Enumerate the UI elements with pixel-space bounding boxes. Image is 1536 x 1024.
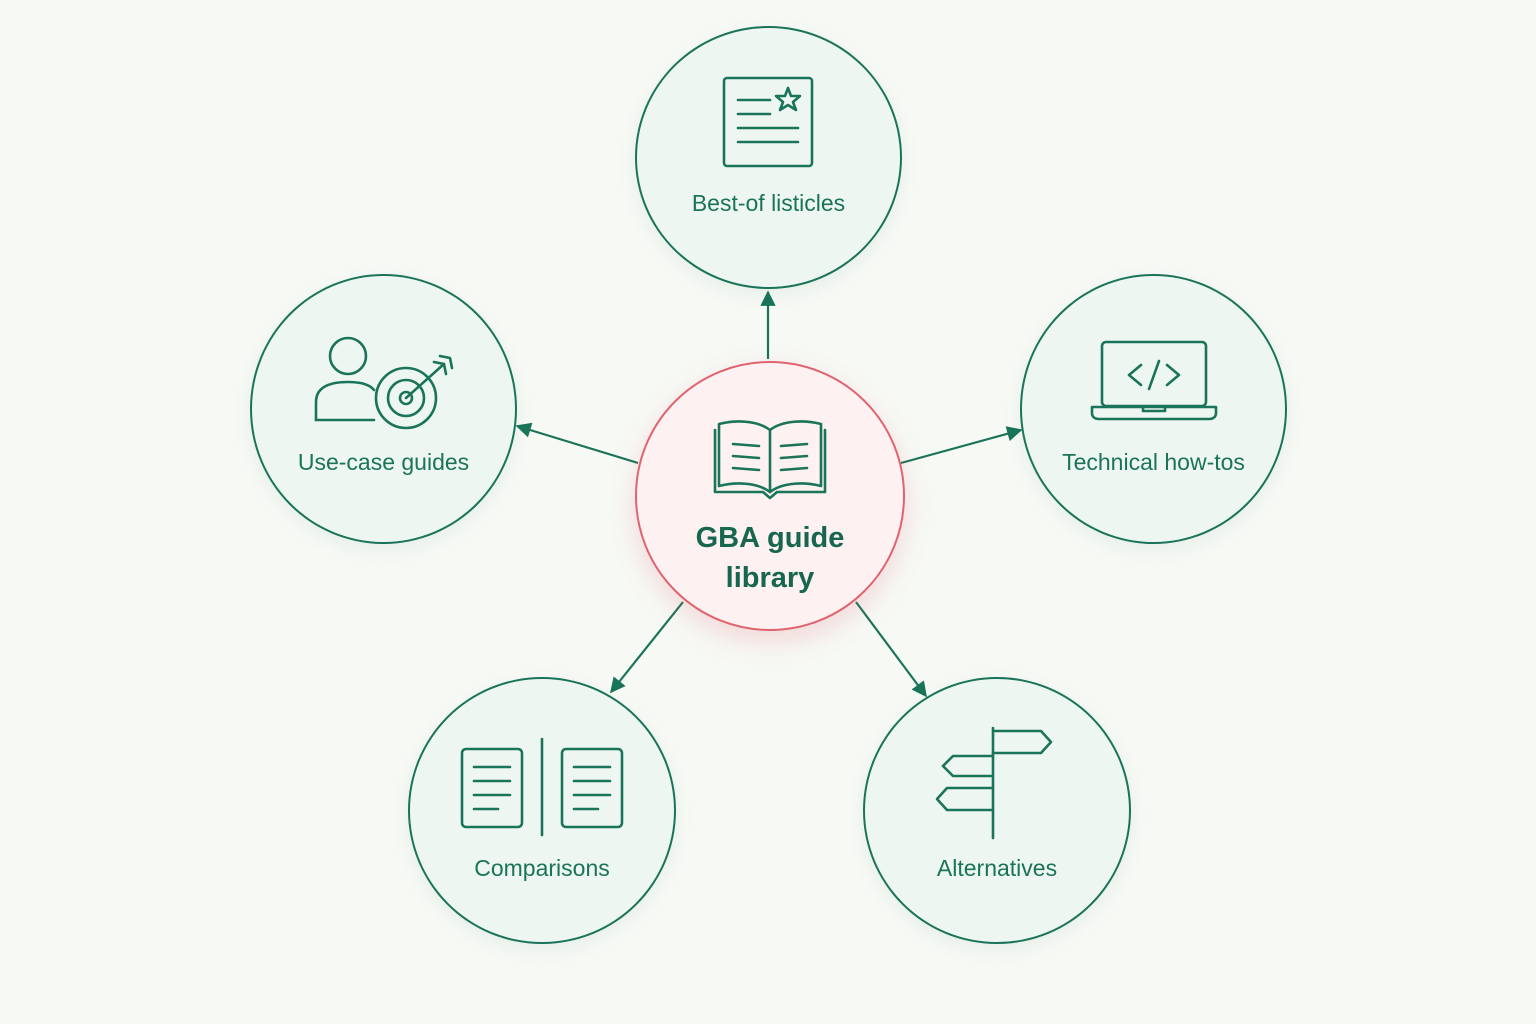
node-use-case-guides: Use-case guides xyxy=(250,274,517,544)
center-label: GBA guide library xyxy=(695,522,845,594)
node-comparisons: Comparisons xyxy=(408,677,676,944)
node-label-use-case-guides: Use-case guides xyxy=(297,449,470,475)
node-alternatives: Alternatives xyxy=(863,677,1131,944)
arrow-to-use-case-guides xyxy=(515,422,639,465)
signpost-icon xyxy=(865,726,1129,842)
node-best-of-listicles: Best-of listicles xyxy=(635,26,902,289)
open-book-icon xyxy=(637,416,903,500)
person-target-icon xyxy=(252,334,515,432)
node-label-comparisons: Comparisons xyxy=(474,855,610,881)
node-label-best-of-listicles: Best-of listicles xyxy=(691,190,846,216)
node-label-alternatives: Alternatives xyxy=(936,855,1058,881)
side-by-side-documents-icon xyxy=(410,737,674,837)
center-node: GBA guide library xyxy=(635,361,905,631)
arrow-to-technical-how-tos xyxy=(900,426,1023,465)
node-label-technical-how-tos: Technical how-tos xyxy=(1062,449,1245,475)
arrow-to-comparisons xyxy=(610,601,684,694)
document-star-icon xyxy=(637,76,900,170)
laptop-code-icon xyxy=(1022,339,1285,425)
node-technical-how-tos: Technical how-tos xyxy=(1020,274,1287,544)
arrow-to-alternatives xyxy=(855,601,927,698)
